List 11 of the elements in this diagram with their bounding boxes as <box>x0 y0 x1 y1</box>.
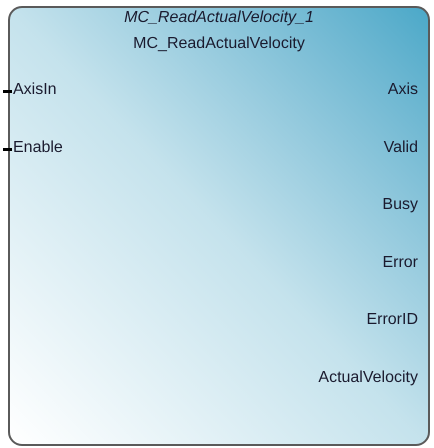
instance-name: MC_ReadActualVelocity_1 <box>124 8 314 28</box>
function-block <box>8 6 430 446</box>
output-pin-label: ErrorID <box>366 310 418 330</box>
block-type-name: MC_ReadActualVelocity <box>133 34 305 54</box>
output-pin-label: ActualVelocity <box>318 368 418 388</box>
input-pin-label: AxisIn <box>13 80 57 100</box>
output-pin-label: Axis <box>388 80 418 100</box>
input-pin-label: Enable <box>13 138 63 158</box>
output-pin-label: Busy <box>382 195 418 215</box>
output-pin-label: Valid <box>384 138 418 158</box>
output-pin-label: Error <box>382 252 418 272</box>
